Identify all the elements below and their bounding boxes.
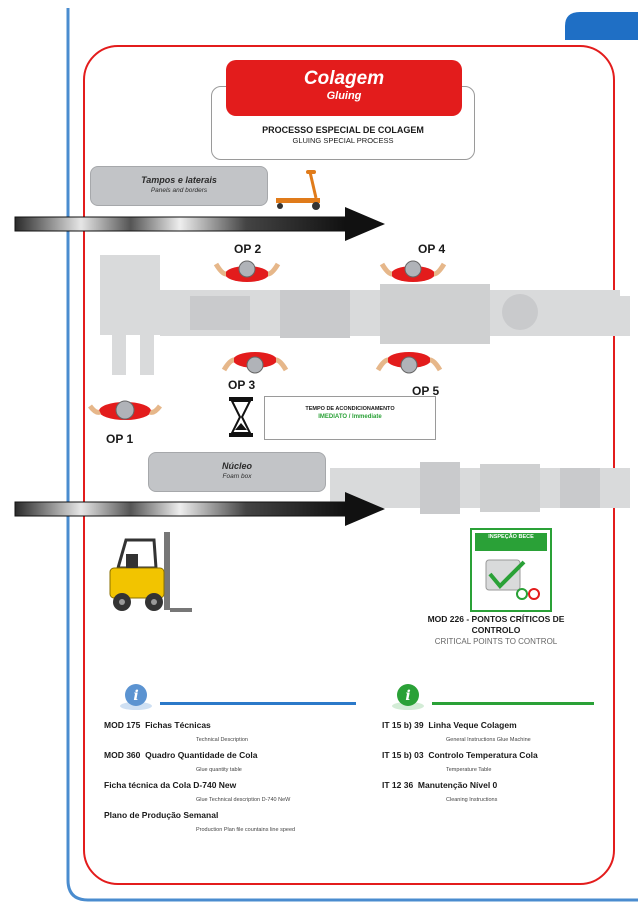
process-subtitle: PROCESSO ESPECIAL DE COLAGEM — [262, 125, 424, 135]
doc-left-1-desc: Technical Description — [196, 737, 248, 743]
svg-text:i: i — [133, 688, 138, 704]
conveyor-arrow-top — [14, 207, 385, 241]
inspection-caption-pt: MOD 226 - PONTOS CRÍTICOS DE CONTROLO — [427, 614, 565, 635]
doc-code: MOD 175 — [104, 720, 141, 730]
process-subtitle-en: GLUING SPECIAL PROCESS — [292, 136, 394, 145]
operator-icon-op2 — [213, 260, 281, 282]
doc-code: IT 15 b) 39 — [382, 720, 424, 730]
op2-label: OP 2 — [234, 242, 262, 256]
op3-label: OP 3 — [228, 378, 256, 392]
doc-left-2: MOD 360 Quadro Quantidade de Cola — [104, 750, 258, 760]
core-station-label: Núcleo Foam box — [148, 452, 326, 492]
conditioning-time-box: TEMPO DE ACONDICIONAMENTO IMEDIATO / Imm… — [264, 396, 436, 440]
doc-right-1-desc: General Instructions Glue Machine — [446, 737, 531, 743]
op5-label: OP 5 — [412, 384, 440, 398]
doc-right-2-desc: Temperature Table — [446, 767, 492, 773]
doc-right-3: IT 12 36 Manutenção Nível 0 — [382, 780, 497, 790]
doc-title: Quadro Quantidade de Cola — [145, 750, 258, 760]
panels-label: Tampos e laterais — [141, 175, 217, 185]
info-icon-left: i — [120, 684, 152, 710]
pallet-truck-icon — [276, 170, 320, 210]
op4-label: OP 4 — [418, 242, 446, 256]
conditioning-label: TEMPO DE ACONDICIONAMENTO — [305, 406, 395, 412]
op1-label: OP 1 — [106, 432, 134, 446]
operator-icon-op3 — [221, 352, 289, 374]
doc-title: Fichas Técnicas — [145, 720, 211, 730]
doc-title: Manutenção Nível 0 — [417, 780, 498, 790]
panels-label-en: Panels and borders — [150, 187, 208, 194]
operator-icon-op5 — [375, 352, 443, 374]
doc-right-2: IT 15 b) 03 Controlo Temperatura Cola — [382, 750, 538, 760]
doc-left-4: Plano de Produção Semanal — [104, 810, 219, 820]
operator-icon-op4 — [379, 260, 447, 282]
doc-title: Controlo Temperatura Cola — [428, 750, 538, 760]
doc-title: Linha Veque Colagem — [428, 720, 517, 730]
hourglass-icon — [229, 397, 253, 437]
info-icon-right: i — [392, 684, 424, 710]
conveyor-arrow-bottom — [14, 492, 385, 526]
core-label: Núcleo — [221, 461, 252, 471]
inspection-caption-en: CRITICAL POINTS TO CONTROL — [434, 637, 558, 646]
inspection-badge: INSPEÇÃO BECE — [470, 528, 552, 612]
svg-text:i: i — [405, 688, 410, 704]
doc-code: IT 15 b) 03 — [382, 750, 424, 760]
doc-left-3: Ficha técnica da Cola D-740 New — [104, 780, 237, 790]
doc-code: IT 12 36 — [382, 780, 414, 790]
doc-left-1: MOD 175 Fichas Técnicas — [104, 720, 211, 730]
doc-right-3-desc: Cleaning Instructions — [446, 797, 498, 803]
doc-code: MOD 360 — [104, 750, 141, 760]
inspection-badge-header: INSPEÇÃO BECE — [475, 533, 547, 551]
conditioning-value: IMEDIATO / Immediate — [318, 414, 382, 420]
panels-station-label: Tampos e laterais Panels and borders — [90, 166, 268, 206]
inspection-badge-text: INSPEÇÃO BECE — [488, 534, 534, 540]
process-title-box: Colagem Gluing — [226, 60, 462, 116]
process-title: Colagem — [303, 68, 385, 89]
inspection-caption: MOD 226 - PONTOS CRÍTICOS DE CONTROLO CR… — [421, 614, 571, 647]
divider-right — [432, 702, 594, 705]
doc-right-1: IT 15 b) 39 Linha Veque Colagem — [382, 720, 517, 730]
divider-left — [160, 702, 356, 705]
process-title-en: Gluing — [326, 90, 362, 102]
doc-left-2-desc: Glue quantity table — [196, 767, 242, 773]
inspection-check-icon — [485, 559, 540, 600]
doc-left-3-desc: Glue Technical description D-740 NeW — [196, 797, 291, 803]
forklift-icon — [109, 532, 192, 612]
operator-icon-op1 — [88, 400, 162, 420]
doc-left-4-desc: Production Plan file countains line spee… — [196, 827, 296, 833]
core-label-en: Foam box — [222, 473, 252, 480]
